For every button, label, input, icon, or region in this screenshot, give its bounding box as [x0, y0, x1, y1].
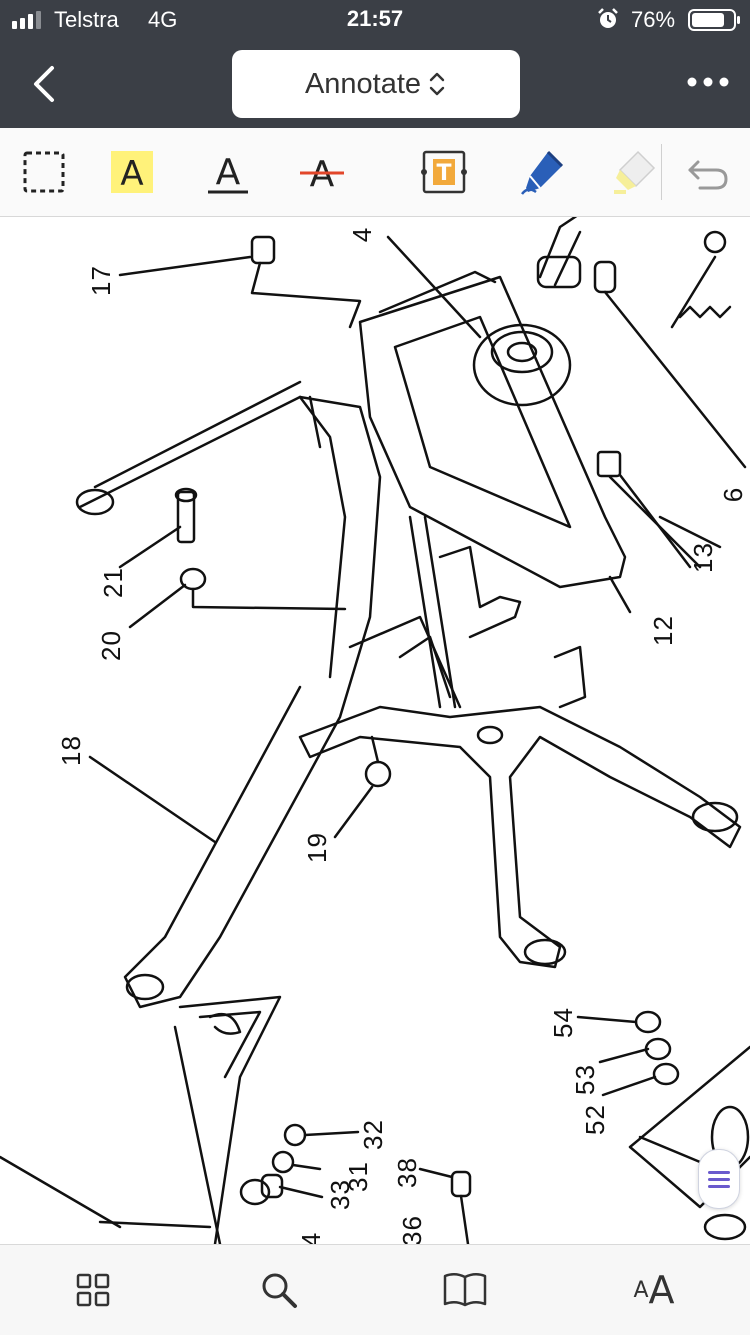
strikethrough-text-tool-button[interactable]: A — [298, 148, 346, 196]
sidebar-handle-button[interactable] — [698, 1149, 740, 1209]
bookmarks-button[interactable] — [440, 1267, 490, 1313]
thumbnails-button[interactable] — [68, 1267, 118, 1313]
annotation-toolbar: A A A T — [0, 128, 750, 217]
callout-52: 52 — [579, 1104, 610, 1135]
callout-54: 54 — [547, 1007, 578, 1038]
pen-icon — [521, 150, 564, 195]
signal-bars-icon — [12, 11, 41, 29]
callout-6: 6 — [718, 486, 749, 503]
callout-4-lower: 4 — [296, 1231, 327, 1244]
toolbar-divider — [661, 144, 662, 200]
selection-tool-button[interactable] — [20, 148, 68, 196]
network-label: 4G — [148, 7, 178, 32]
callout-19: 19 — [301, 832, 332, 863]
undo-button[interactable] — [684, 148, 732, 196]
highlight-label: A — [120, 154, 143, 194]
callout-33: 33 — [324, 1179, 355, 1210]
undo-icon — [688, 160, 728, 190]
pen-tool-button[interactable] — [518, 148, 566, 196]
callout-53: 53 — [569, 1064, 600, 1095]
text-size-big-label: A — [648, 1268, 675, 1312]
document-page[interactable]: 17 4 6 13 12 21 20 18 19 54 53 52 32 31 … — [0, 217, 750, 1244]
underline-text-icon: A — [208, 152, 248, 194]
page-title: Annotate — [304, 67, 422, 100]
callout-21: 21 — [97, 567, 128, 598]
callout-20: 20 — [95, 630, 126, 661]
underline-text-tool-button[interactable]: A — [204, 148, 252, 196]
status-time: 21:57 — [346, 6, 404, 31]
text-box-label: T — [436, 161, 451, 186]
chevron-updown-icon — [429, 72, 445, 96]
book-icon — [443, 1273, 487, 1307]
callout-17: 17 — [85, 265, 116, 296]
callout-12: 12 — [647, 615, 678, 646]
callout-36: 36 — [396, 1215, 427, 1244]
underline-label: A — [216, 152, 241, 193]
annotate-mode-selector[interactable]: Annotate — [232, 50, 520, 118]
text-box-icon: T — [421, 150, 467, 194]
highlight-text-icon: A — [111, 151, 153, 194]
callout-4: 4 — [347, 226, 378, 243]
battery-icon — [688, 9, 740, 31]
callout-38: 38 — [391, 1157, 422, 1188]
dashed-rectangle-icon — [23, 151, 65, 193]
hamburger-icon — [708, 1171, 730, 1188]
text-box-tool-button[interactable]: T — [420, 148, 468, 196]
top-bar: Telstra 4G 21:57 76% Annotate — [0, 0, 750, 128]
highlight-text-tool-button[interactable]: A — [108, 148, 156, 196]
back-button[interactable] — [26, 64, 66, 104]
search-icon — [262, 1273, 297, 1308]
callout-13: 13 — [687, 542, 718, 573]
search-button[interactable] — [254, 1267, 304, 1313]
grid-icon — [76, 1273, 110, 1307]
more-button[interactable] — [686, 74, 730, 90]
status-bar: Telstra 4G 21:57 76% — [0, 0, 750, 40]
highlighter-tool-button[interactable] — [610, 148, 658, 196]
highlighter-icon — [614, 150, 656, 194]
callout-18: 18 — [55, 735, 86, 766]
carrier-label: Telstra — [54, 7, 119, 32]
battery-percent: 76% — [631, 7, 676, 32]
alarm-clock-icon — [598, 8, 618, 28]
text-size-small-label: A — [633, 1277, 649, 1303]
callout-32: 32 — [357, 1119, 388, 1150]
strikethrough-text-icon: A — [300, 154, 344, 195]
exploded-parts-diagram — [0, 217, 750, 1244]
